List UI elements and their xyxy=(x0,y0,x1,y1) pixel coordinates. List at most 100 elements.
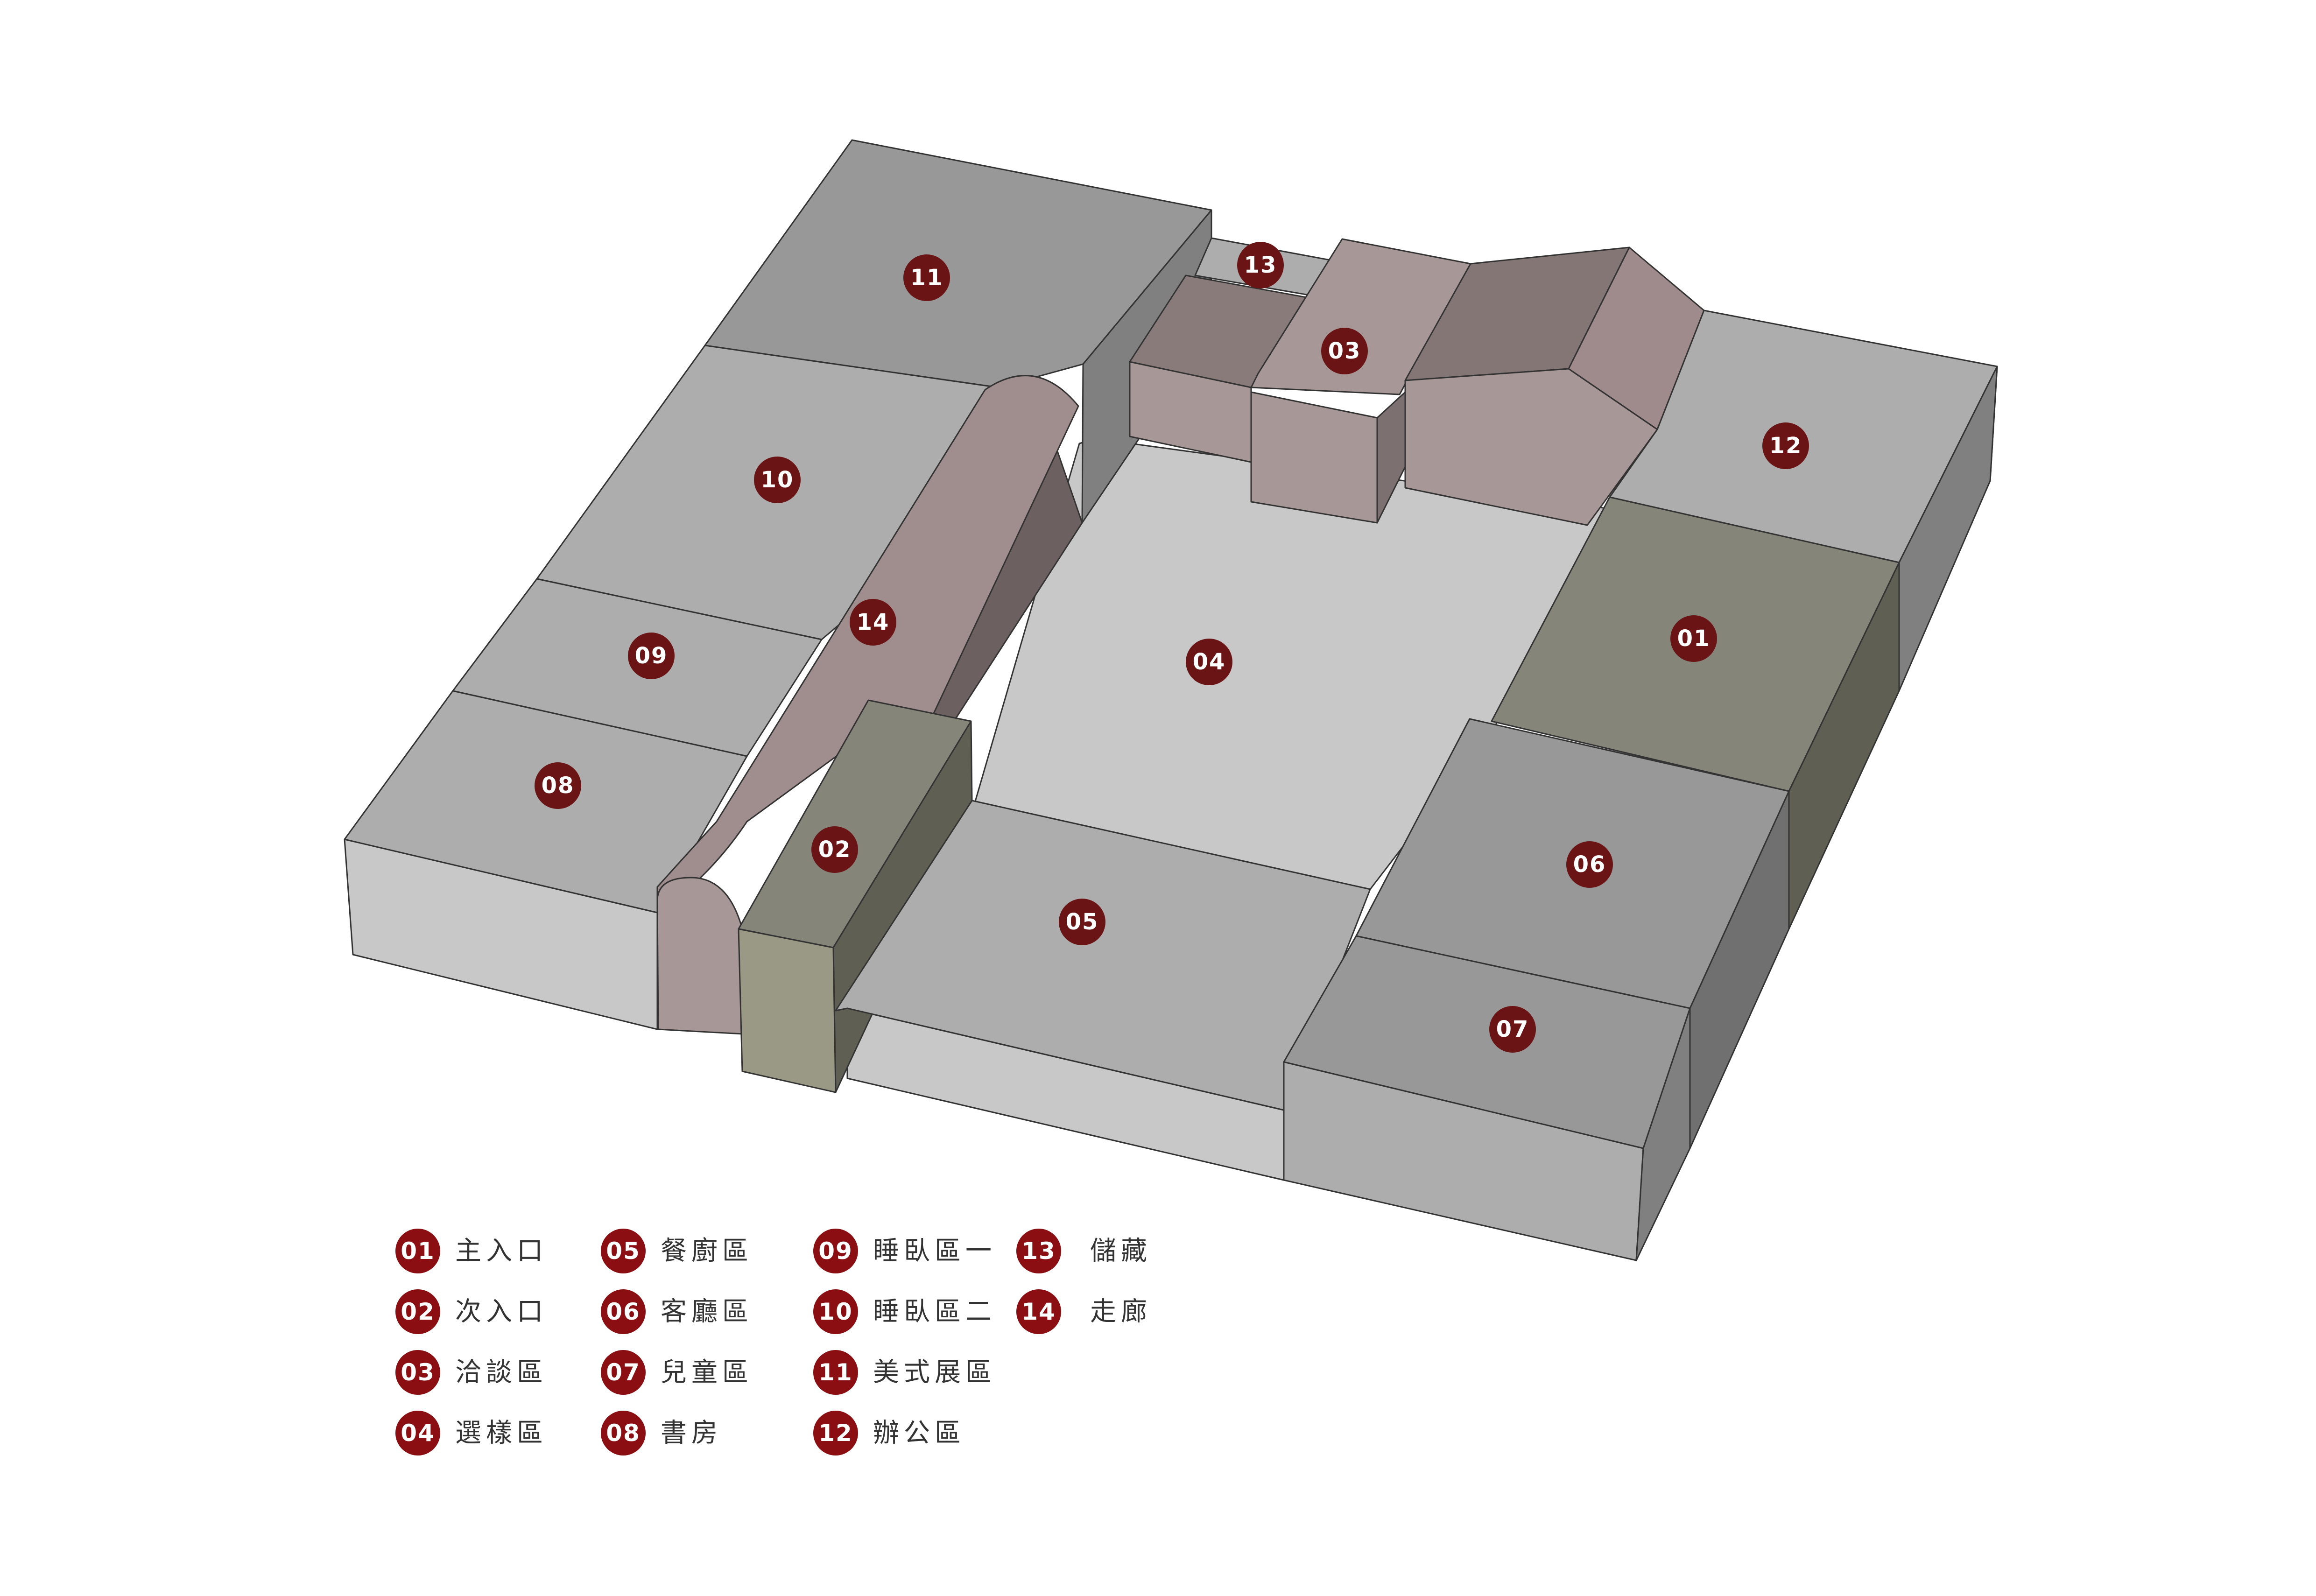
legend-label: 美式展區 xyxy=(873,1357,996,1388)
zone-badge-13: 13 xyxy=(1237,242,1284,288)
zone-badge-circle xyxy=(1321,328,1368,374)
zone-05-top xyxy=(835,800,1371,1111)
zone-badge-number: 02 xyxy=(818,837,852,863)
zone-badge-08: 08 xyxy=(535,762,581,809)
zone-badge-03: 03 xyxy=(1321,328,1368,374)
legend-badge-number: 02 xyxy=(401,1298,435,1325)
zone-badge-number: 04 xyxy=(1193,649,1226,675)
legend-badge-number: 09 xyxy=(818,1237,853,1265)
legend-badge-circle xyxy=(601,1411,646,1455)
legend-item-10: 10 睡臥區二 xyxy=(813,1289,996,1334)
zone-badge-circle xyxy=(1237,242,1284,288)
legend-label: 主入口 xyxy=(455,1236,548,1266)
legend-item-04: 04 選樣區 xyxy=(395,1411,548,1455)
top-wing xyxy=(1129,237,1705,526)
legend-badge-circle xyxy=(395,1229,440,1273)
zone-badge-number: 13 xyxy=(1244,252,1277,278)
zone-badge-circle xyxy=(903,254,950,301)
legend-label: 次入口 xyxy=(455,1297,548,1327)
legend-item-02: 02 次入口 xyxy=(395,1289,548,1334)
zone-badge-number: 09 xyxy=(635,643,668,669)
legend-item-12: 12 辦公區 xyxy=(813,1411,965,1455)
legend-badge-number: 04 xyxy=(401,1420,435,1447)
zone-badge-number: 05 xyxy=(1066,909,1099,935)
legend-badge-number: 03 xyxy=(401,1359,435,1386)
zone-07-block xyxy=(1283,935,1691,1261)
zone-badge-circle xyxy=(850,599,896,646)
legend-label: 選樣區 xyxy=(455,1418,548,1448)
zone-badge-circle xyxy=(754,457,801,503)
legend-badge-number: 12 xyxy=(818,1420,853,1447)
zone-badge-number: 01 xyxy=(1677,626,1711,652)
zone-03-front xyxy=(1250,391,1378,524)
zone-badge-01: 01 xyxy=(1670,615,1717,662)
legend-label: 洽談區 xyxy=(455,1357,548,1388)
legend-badge-number: 14 xyxy=(1021,1298,1056,1325)
legend-badge-number: 01 xyxy=(401,1237,435,1265)
zone-07-side xyxy=(1635,1007,1691,1261)
zone-badges: 11 13 03 12 10 14 09 04 01 08 02 05 06 07 xyxy=(535,242,1809,1053)
zone-02-front xyxy=(738,928,837,1093)
zone-badge-circle xyxy=(1186,639,1232,685)
legend-item-03: 03 洽談區 xyxy=(395,1350,548,1395)
legend-badge-circle xyxy=(601,1350,646,1395)
zone-badge-09: 09 xyxy=(628,633,675,679)
zone-badge-circle xyxy=(1762,422,1809,469)
legend-badge-circle xyxy=(601,1289,646,1334)
zone-badge-circle xyxy=(1059,899,1105,945)
zone-badge-number: 07 xyxy=(1496,1016,1529,1042)
legend-badge-circle xyxy=(1016,1229,1061,1273)
legend-badge-circle xyxy=(813,1229,858,1273)
legend-item-05: 05 餐廚區 xyxy=(601,1229,753,1273)
zone-03-top xyxy=(1250,238,1471,395)
zone-badge-07: 07 xyxy=(1489,1006,1536,1053)
zone-badge-02: 02 xyxy=(811,826,858,873)
legend-item-06: 06 客廳區 xyxy=(601,1289,753,1334)
zone-badge-circle xyxy=(1489,1006,1536,1053)
zone-badge-number: 12 xyxy=(1769,433,1802,459)
legend-badge-number: 05 xyxy=(606,1237,641,1265)
legend-badge-circle xyxy=(813,1289,858,1334)
legend-item-01: 01 主入口 xyxy=(395,1229,548,1273)
zone-badge-number: 03 xyxy=(1328,338,1361,364)
zone-badge-circle xyxy=(628,633,675,679)
zone-badge-06: 06 xyxy=(1566,841,1613,888)
legend-label: 辦公區 xyxy=(873,1418,965,1448)
zone-badge-circle xyxy=(1566,841,1613,888)
legend-label: 睡臥區二 xyxy=(873,1297,996,1327)
legend-label: 餐廚區 xyxy=(661,1236,753,1266)
zone-badge-11: 11 xyxy=(903,254,950,301)
zone-badge-10: 10 xyxy=(754,457,801,503)
legend-badge-number: 06 xyxy=(606,1298,641,1325)
legend-label: 睡臥區一 xyxy=(873,1236,996,1266)
legend-badge-circle xyxy=(813,1350,858,1395)
legend-badge-number: 10 xyxy=(818,1298,853,1325)
legend-label: 走廊 xyxy=(1090,1297,1152,1327)
legend-label: 兒童區 xyxy=(661,1357,753,1388)
zone-badge-12: 12 xyxy=(1762,422,1809,469)
legend-label: 儲藏 xyxy=(1090,1236,1152,1266)
legend-label: 書房 xyxy=(661,1418,722,1448)
legend-label: 客廳區 xyxy=(661,1297,753,1327)
zone-badge-number: 08 xyxy=(542,773,575,799)
legend-item-11: 11 美式展區 xyxy=(813,1350,996,1395)
legend-badge-circle xyxy=(813,1411,858,1455)
zone-badge-14: 14 xyxy=(850,599,896,646)
corridor-end-arch xyxy=(656,877,744,1035)
zone-badge-number: 11 xyxy=(910,265,943,291)
legend-item-14: 14 走廊 xyxy=(1016,1289,1152,1334)
legend-badge-number: 11 xyxy=(818,1359,853,1386)
legend-badge-circle xyxy=(395,1350,440,1395)
legend-badge-circle xyxy=(395,1289,440,1334)
zone-badge-circle xyxy=(535,762,581,809)
zone-badge-number: 14 xyxy=(857,609,890,635)
legend-badge-circle xyxy=(1016,1289,1061,1334)
zone-badge-circle xyxy=(1670,615,1717,662)
zone-badge-number: 06 xyxy=(1573,851,1606,878)
legend-badge-circle xyxy=(601,1229,646,1273)
zone-badge-circle xyxy=(811,826,858,873)
legend-badge-number: 13 xyxy=(1021,1237,1056,1265)
